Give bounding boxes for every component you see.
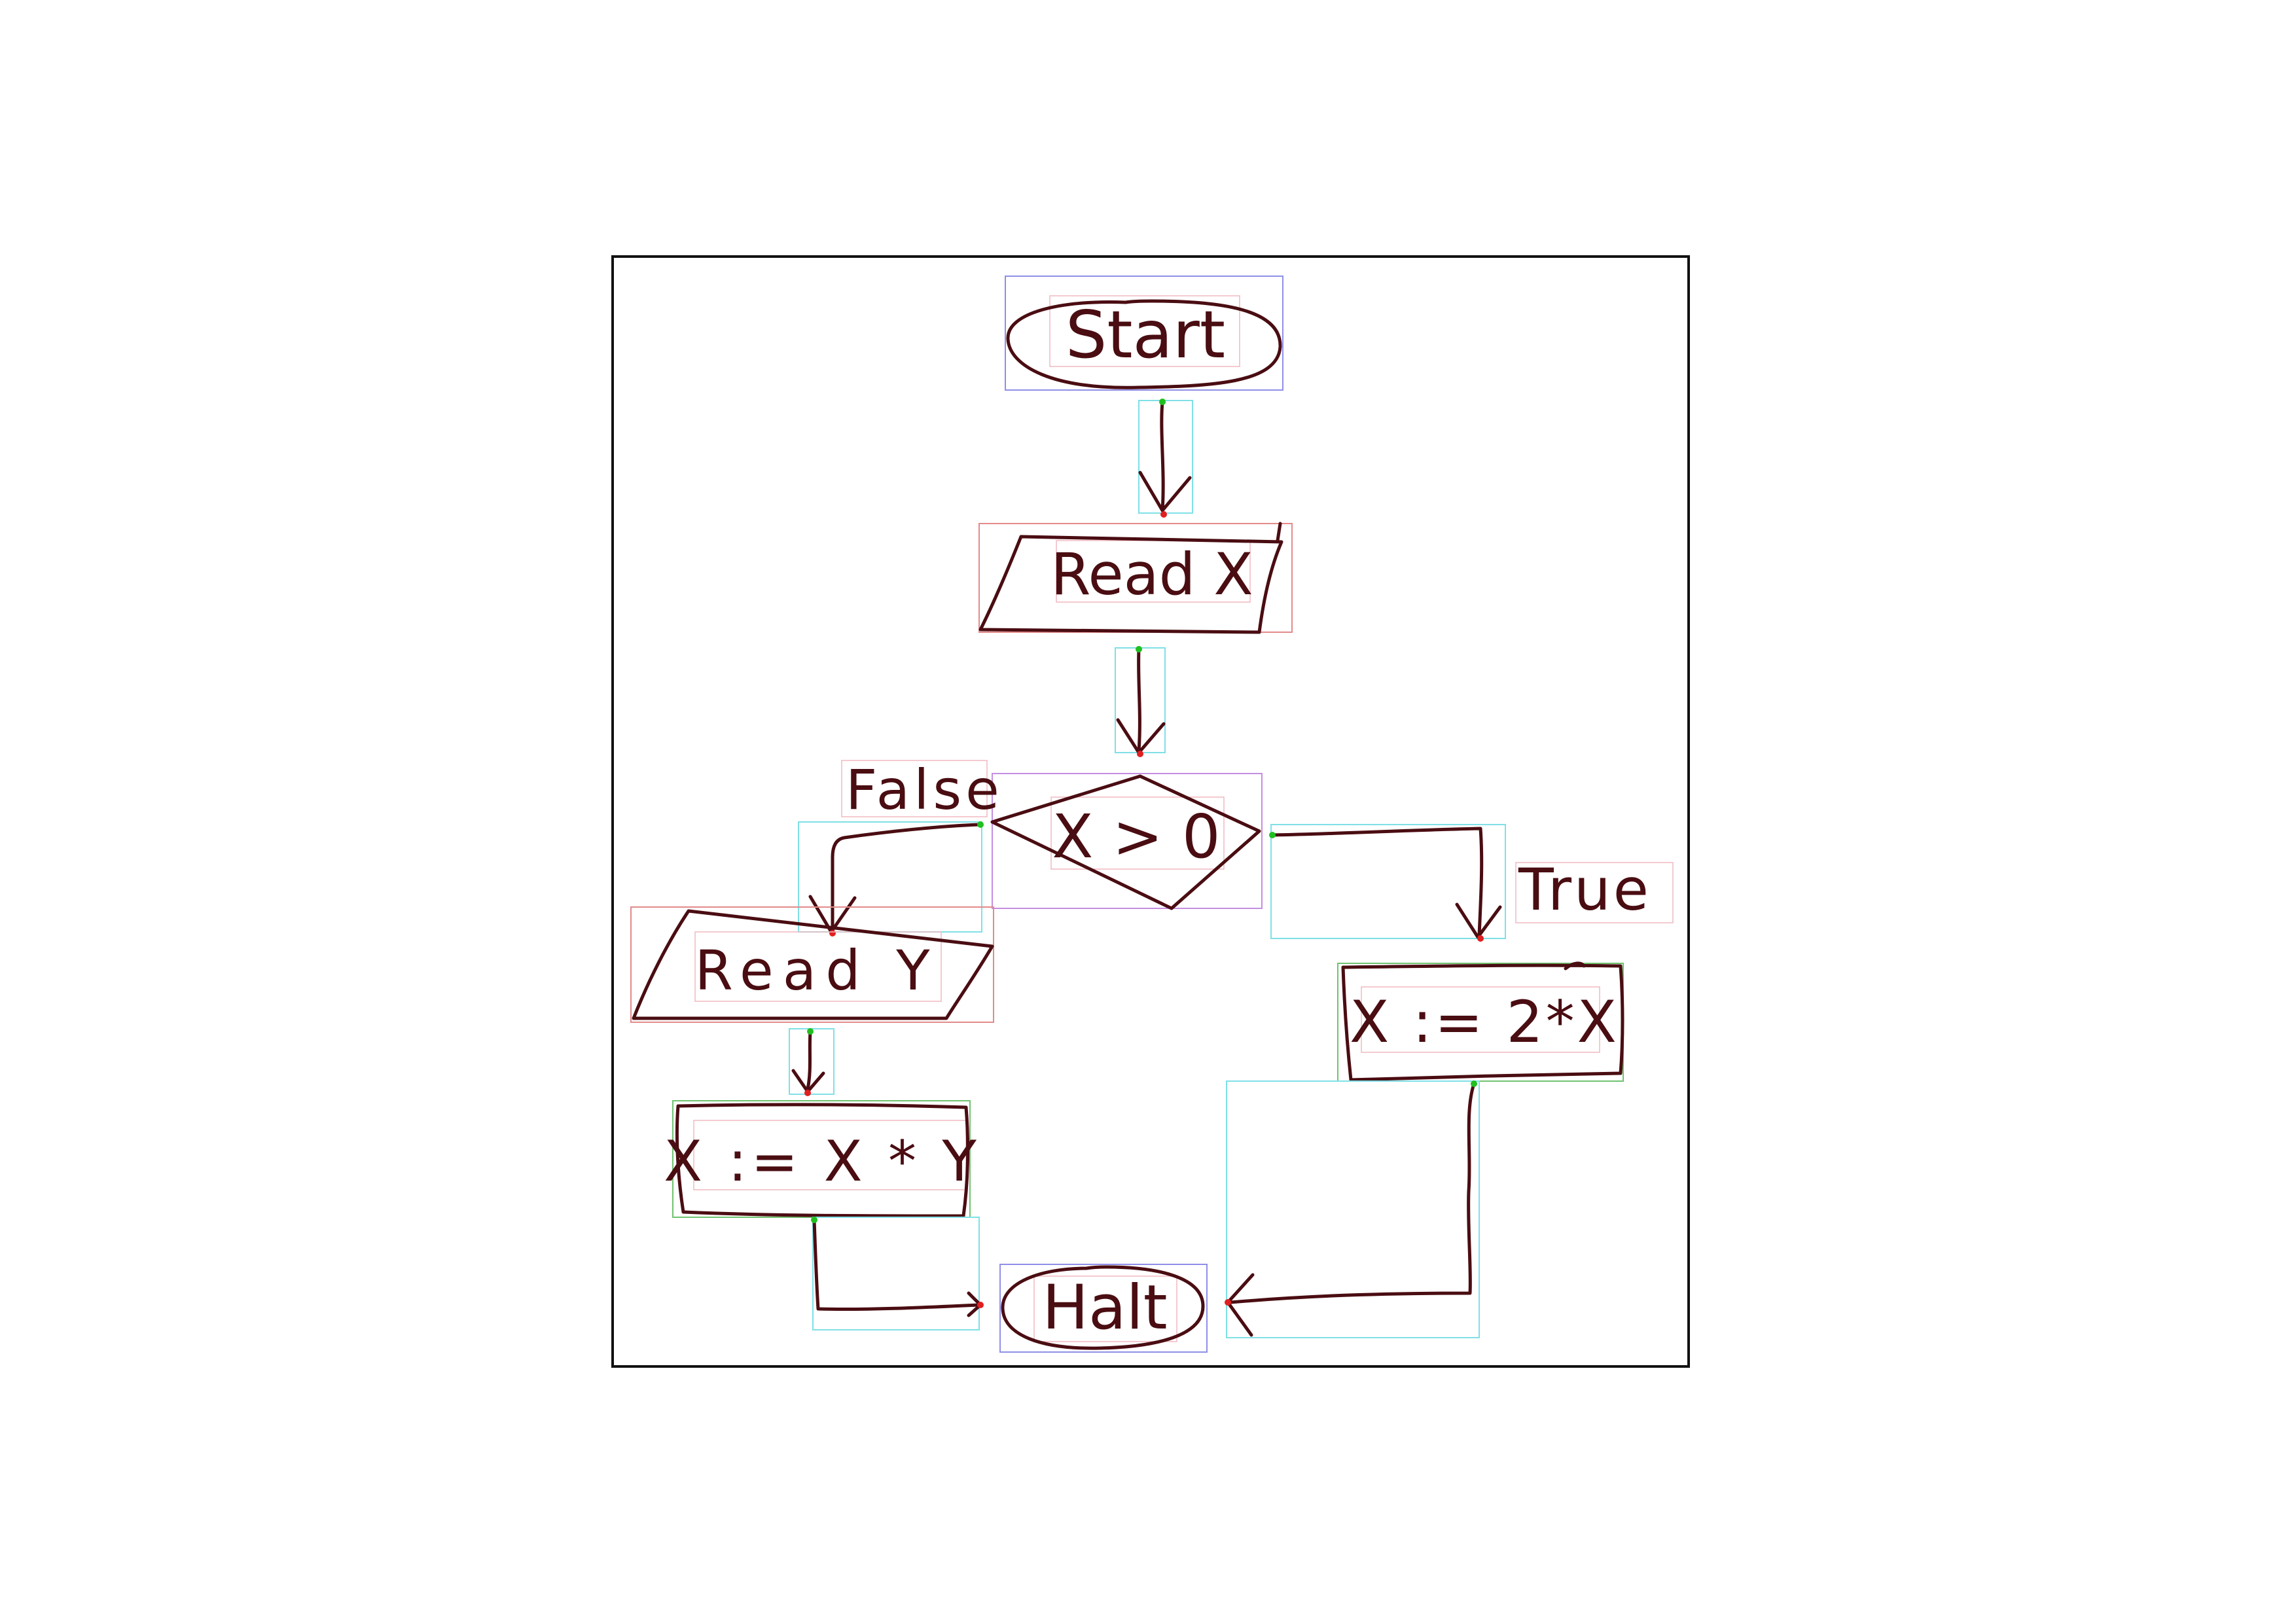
halt-ellipse <box>1001 1265 1205 1350</box>
false-label-box <box>841 760 988 817</box>
arrow-annotation-box <box>1138 400 1193 514</box>
halt-node: Halt <box>999 1264 1208 1353</box>
read-y-parallelogram <box>632 909 994 1020</box>
true-label-box <box>1515 862 1674 923</box>
arrow-read-x-to-decision <box>1115 646 1166 757</box>
start-ellipse <box>1006 299 1282 389</box>
false-branch-label: False <box>846 758 1003 822</box>
halt-text-box <box>1033 1275 1177 1342</box>
arrow-annotation-box <box>798 821 982 933</box>
start-text-box <box>1049 295 1240 367</box>
decision-node: X > 0 <box>990 773 1263 910</box>
arrow-annotation-box <box>812 1217 980 1330</box>
start-node: Start <box>1005 276 1283 391</box>
arrow-read-y-to-multiply <box>789 1028 834 1096</box>
arrow-multiply-to-halt <box>811 1217 984 1330</box>
decision-diamond <box>990 774 1261 910</box>
start-annotation-box <box>1005 276 1283 391</box>
decision-label: X > 0 <box>1052 802 1220 872</box>
arrow-start-to-read-x <box>1138 399 1193 518</box>
read-y-label: Read Y <box>694 938 939 1003</box>
read-x-parallelogram <box>978 522 1283 634</box>
true-branch-label: True <box>1518 856 1651 923</box>
multiply-rectangle <box>675 1103 970 1218</box>
double-node: X := 2*X <box>1337 961 1624 1082</box>
decision-text-box <box>1050 796 1225 870</box>
read-y-annotation-box <box>630 906 994 1023</box>
arrow-annotation-box <box>1226 1080 1480 1338</box>
read-x-label: Read X <box>1050 541 1253 608</box>
read-x-node: Read X <box>978 522 1293 634</box>
read-y-text-box <box>694 931 942 1002</box>
double-text-box <box>1361 986 1600 1053</box>
double-label: X := 2*X <box>1350 988 1619 1056</box>
double-rectangle <box>1341 961 1624 1082</box>
diagram-frame <box>611 255 1690 1368</box>
arrow-decision-to-double <box>1269 824 1506 942</box>
decision-annotation-box <box>992 773 1263 909</box>
arrow-annotation-box <box>1270 824 1506 939</box>
start-label: Start <box>1066 296 1225 373</box>
multiply-text-box <box>693 1120 967 1190</box>
multiply-label: X := X * Y <box>664 1129 980 1194</box>
halt-label: Halt <box>1042 1272 1167 1344</box>
arrow-double-to-halt <box>1225 1080 1480 1338</box>
arrow-decision-to-read-y <box>798 821 984 936</box>
multiply-node: X := X * Y <box>664 1100 980 1218</box>
false-branch-label-group: False <box>841 758 1003 822</box>
halt-annotation-box <box>999 1264 1208 1353</box>
true-branch-label-group: True <box>1515 856 1674 923</box>
read-y-node: Read Y <box>630 906 994 1023</box>
